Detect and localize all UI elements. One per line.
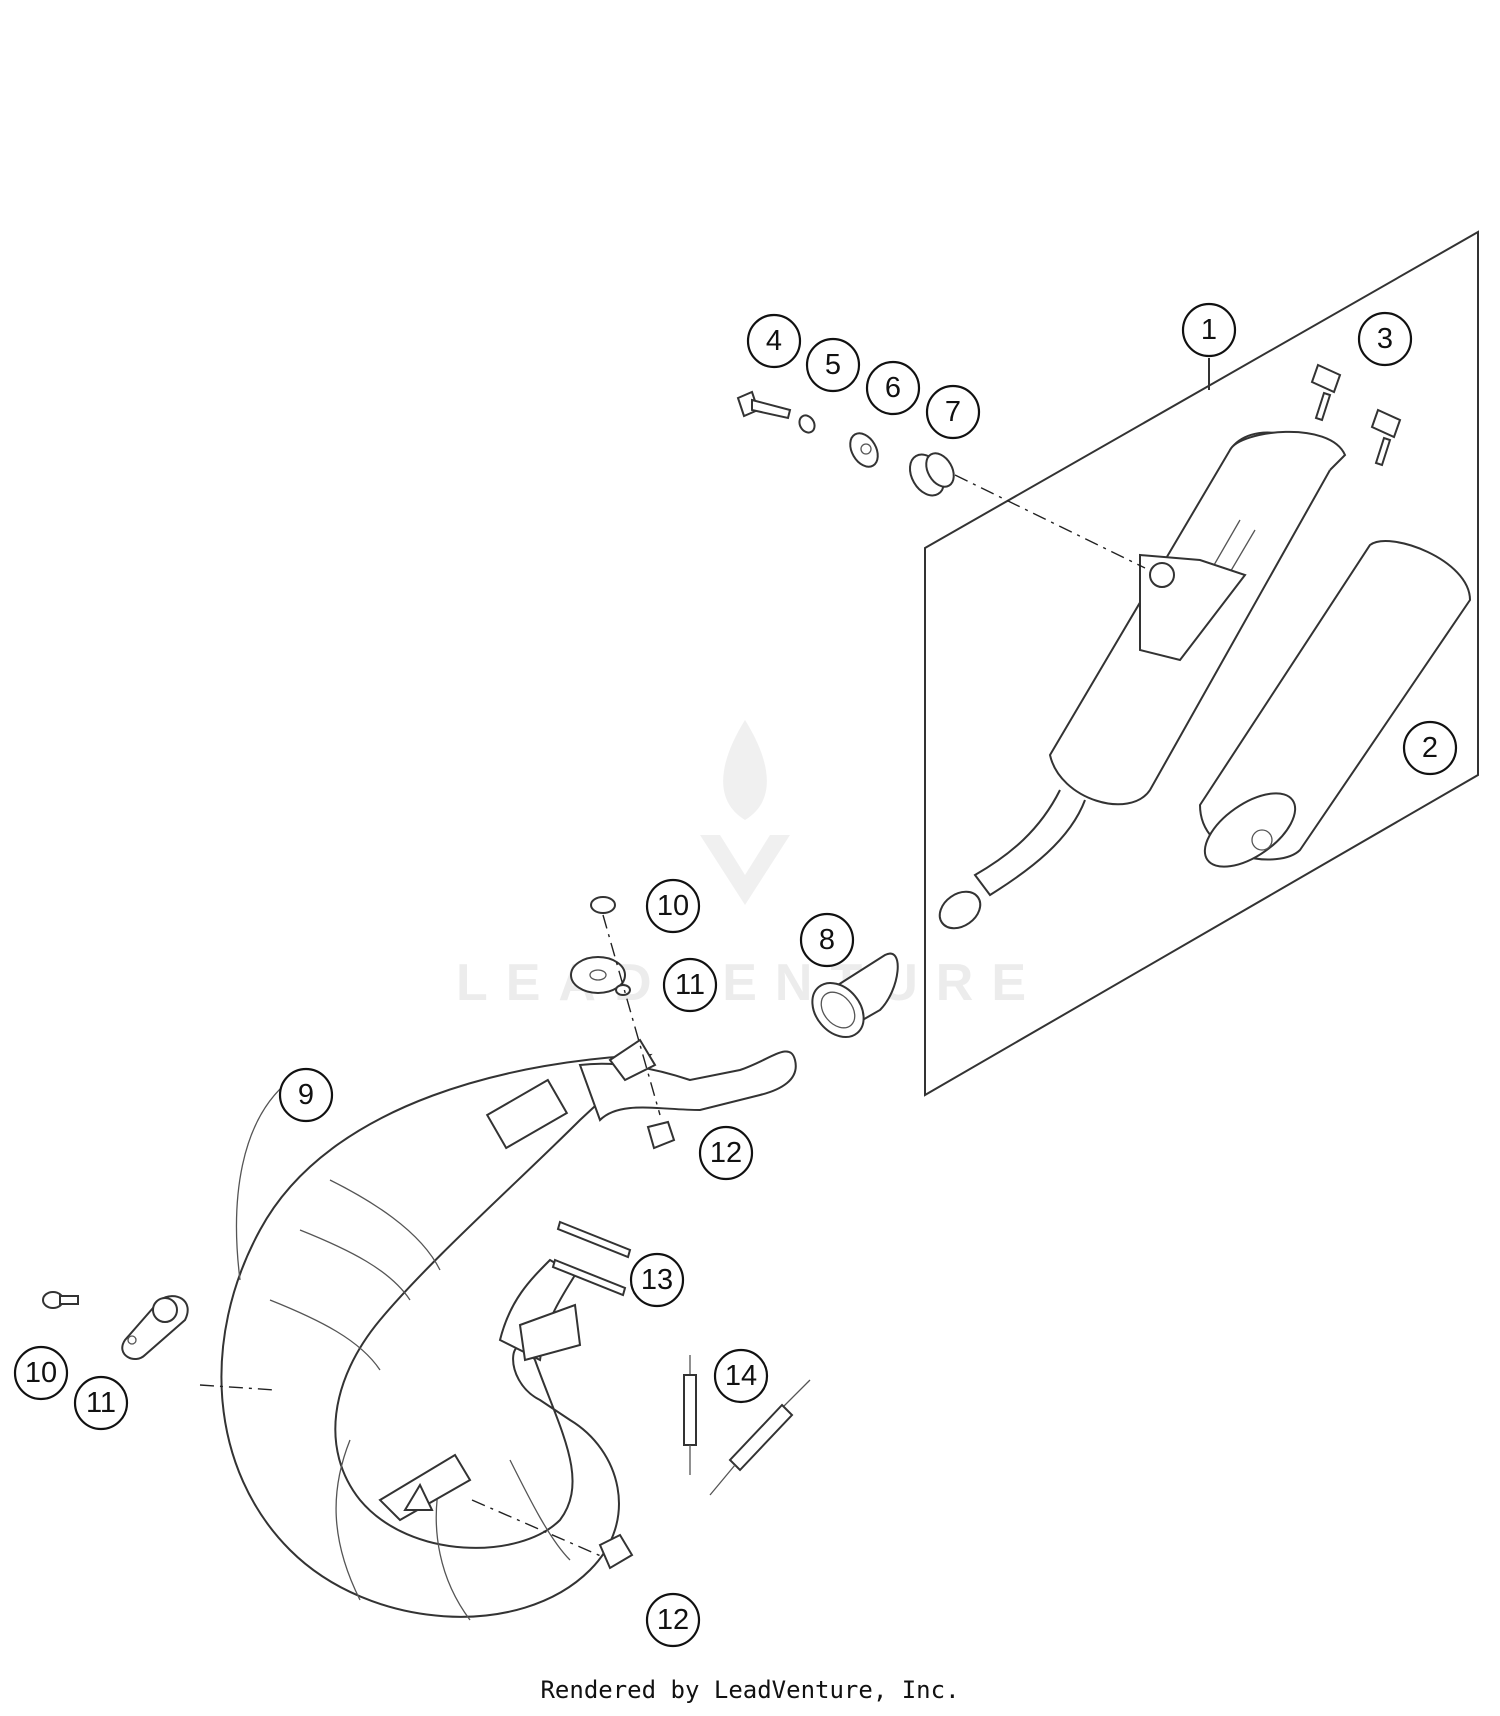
muffler-sleeve [1198,540,1472,868]
callout-11-upper: 11 [662,957,718,1013]
connecting-sleeve [811,952,899,1038]
callout-number: 2 [1422,732,1438,764]
callout-number: 14 [725,1360,757,1392]
callout-4: 4 [746,313,802,369]
callout-number: 1 [1201,314,1217,346]
callout-number: 6 [885,372,901,404]
callout-number: 9 [298,1079,314,1111]
mounting-hardware [736,390,1146,569]
callout-number: 5 [825,349,841,381]
leadventure-watermark: LEADVENTURE [456,720,1044,1012]
callout-7: 7 [925,384,981,440]
watermark-text: LEADVENTURE [456,954,1044,1012]
exhaust-pipe [199,1038,797,1621]
callout-5: 5 [805,337,861,393]
callout-number: 10 [25,1357,57,1389]
callout-11-lower: 11 [73,1375,129,1431]
springs [683,1355,811,1496]
muffler-body [938,430,1347,930]
end-cap-screws [1310,363,1402,467]
callout-2: 2 [1402,720,1458,776]
callout-12-lower: 12 [645,1592,701,1648]
callout-9: 9 [278,1067,334,1123]
callout-number: 11 [86,1387,116,1419]
callout-6: 6 [865,360,921,416]
callout-number: 8 [819,924,835,956]
callout-10-lower: 10 [13,1345,69,1401]
callout-number: 10 [657,890,689,922]
upper-pipe-hardware [570,896,676,1150]
callout-number: 11 [675,969,705,1001]
callout-14: 14 [713,1348,769,1404]
callout-12-upper: 12 [698,1125,754,1181]
o-rings [551,1220,632,1297]
callout-number: 12 [710,1137,742,1169]
callout-1: 1 [1181,302,1237,358]
callout-number: 3 [1377,323,1393,355]
callout-3: 3 [1357,311,1413,367]
callout-number: 7 [945,396,961,428]
muffler-assembly-frame [924,230,1479,1097]
callout-number: 13 [641,1264,673,1296]
footer-credit: Rendered by LeadVenture, Inc. [540,1676,960,1704]
lower-pipe-hardware [42,1291,634,1570]
callout-8: 8 [799,912,855,968]
callout-number: 12 [657,1604,689,1636]
callout-13: 13 [629,1252,685,1308]
callout-number: 4 [766,325,782,357]
callout-10-upper: 10 [645,878,701,934]
